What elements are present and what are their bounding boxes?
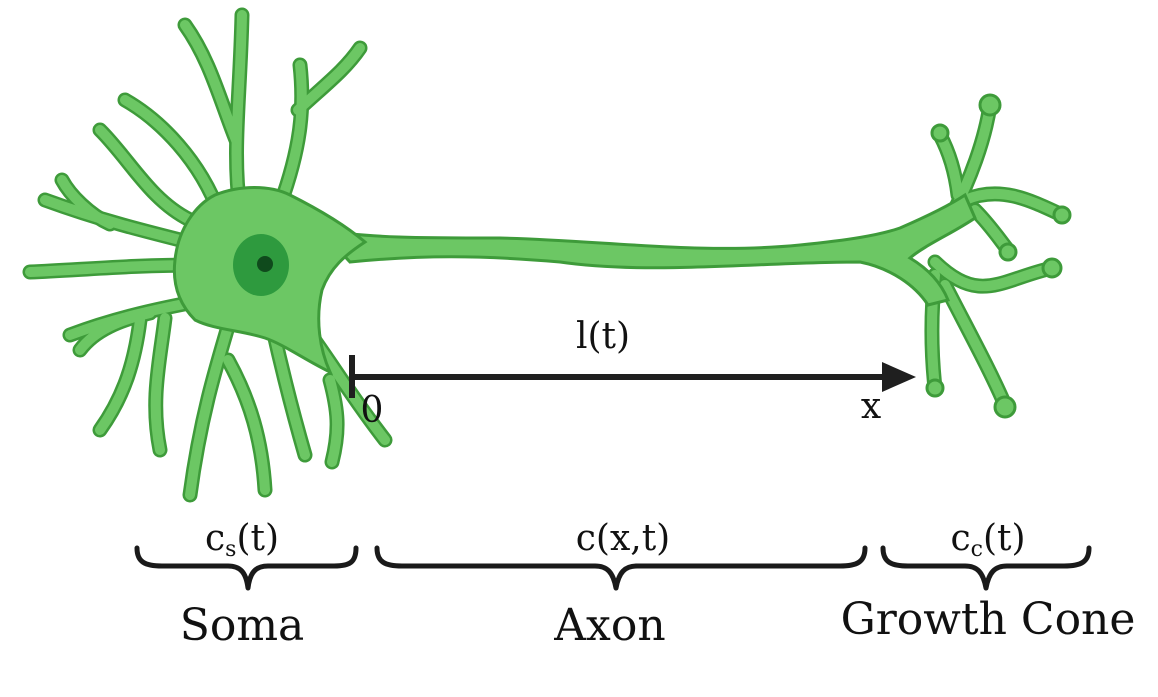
growth-cone-concentration-label: cc(t): [950, 518, 1025, 562]
axon-body: [315, 192, 977, 307]
axon-label: Axon: [553, 600, 665, 651]
axon-concentration-label: c(x,t): [576, 518, 670, 559]
soma-brace: [134, 545, 359, 591]
growth-cone-brace: [880, 545, 1092, 591]
neuron-icon: [22, 7, 1072, 503]
axon-brace: [374, 545, 868, 591]
soma-label: Soma: [180, 600, 305, 651]
origin-label: 0: [361, 390, 384, 431]
right-arrow-icon: [882, 362, 916, 392]
soma-concentration-label: cs(t): [205, 518, 279, 562]
length-label: l(t): [576, 316, 630, 357]
end-label: x: [861, 386, 881, 427]
curly-brace-icon: [134, 545, 1092, 591]
nucleus-icon: [233, 234, 289, 296]
growth-cone-label: Growth Cone: [841, 594, 1136, 645]
length-axis: l(t) 0 x: [349, 316, 916, 431]
